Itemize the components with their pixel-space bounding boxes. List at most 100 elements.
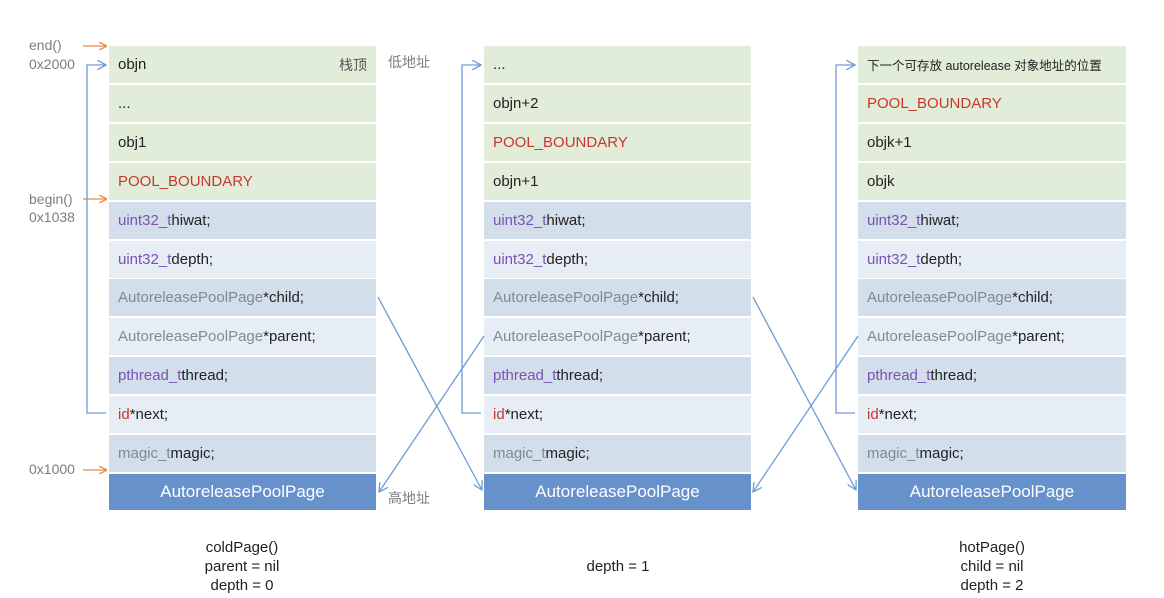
field-name: *child; bbox=[263, 289, 304, 307]
field-type: id bbox=[493, 406, 505, 424]
field-type: uint32_t bbox=[118, 250, 172, 268]
field-name: hiwat; bbox=[171, 211, 211, 229]
field-name: thread; bbox=[556, 367, 604, 385]
object-label: objn+1 bbox=[493, 172, 539, 190]
object-label: 下一个可存放 autorelease 对象地址的位置 bbox=[867, 59, 1102, 73]
field-type: AutoreleasePoolPage bbox=[118, 289, 264, 307]
field-name: depth; bbox=[171, 250, 214, 268]
caption-line: child = nil bbox=[960, 558, 1024, 575]
object-label: POOL_BOUNDARY bbox=[493, 133, 628, 151]
field-type: uint32_t bbox=[493, 211, 547, 229]
page-footer: AutoreleasePoolPage bbox=[858, 473, 1126, 510]
object-row: obj1 bbox=[109, 123, 376, 161]
field-row: uint32_t depth; bbox=[109, 240, 376, 278]
field-row: pthread_t thread; bbox=[858, 357, 1126, 395]
field-row: magic_t magic; bbox=[858, 435, 1126, 472]
object-label: objn+2 bbox=[493, 94, 539, 112]
object-label: ... bbox=[118, 94, 131, 112]
parent-pointer-arrow-hot bbox=[753, 335, 859, 492]
field-name: *next; bbox=[878, 406, 918, 424]
field-row: id *next; bbox=[484, 396, 751, 434]
field-name: magic; bbox=[919, 445, 964, 462]
field-type: uint32_t bbox=[493, 250, 547, 268]
address-0x1038-label: 0x1038 bbox=[29, 209, 75, 225]
begin-label: begin() bbox=[29, 191, 73, 207]
next-pointer-arrow-middle bbox=[461, 65, 481, 414]
field-type: id bbox=[118, 406, 130, 424]
object-row: ... bbox=[109, 84, 376, 122]
object-label: objk bbox=[867, 172, 895, 190]
field-row: magic_t magic; bbox=[109, 435, 376, 472]
caption-cold: coldPage() parent = nil depth = 0 bbox=[172, 538, 312, 595]
object-label: POOL_BOUNDARY bbox=[118, 172, 253, 190]
field-row: id *next; bbox=[109, 396, 376, 434]
pool-boundary-row: POOL_BOUNDARY bbox=[484, 123, 751, 161]
parent-pointer-arrow-middle bbox=[379, 335, 485, 492]
field-name: hiwat; bbox=[546, 211, 586, 229]
field-row: AutoreleasePoolPage *parent; bbox=[109, 318, 376, 356]
field-type: AutoreleasePoolPage bbox=[118, 328, 264, 346]
caption-line: parent = nil bbox=[204, 558, 280, 575]
caption-line: depth = 0 bbox=[210, 577, 274, 594]
object-label: ... bbox=[493, 56, 506, 73]
high-address-label: 高地址 bbox=[388, 490, 430, 506]
field-row: uint32_t hiwat; bbox=[858, 201, 1126, 239]
field-row: pthread_t thread; bbox=[484, 357, 751, 395]
next-pointer-arrow-cold bbox=[86, 65, 106, 414]
field-name: thread; bbox=[930, 367, 978, 385]
field-row: uint32_t hiwat; bbox=[484, 201, 751, 239]
object-row: ... bbox=[484, 46, 751, 83]
end-label: end() bbox=[29, 37, 62, 53]
page-footer: AutoreleasePoolPage bbox=[484, 473, 751, 510]
field-type: pthread_t bbox=[493, 367, 557, 385]
field-type: uint32_t bbox=[118, 211, 172, 229]
field-type: magic_t bbox=[118, 445, 171, 462]
field-type: AutoreleasePoolPage bbox=[493, 328, 639, 346]
field-name: *parent; bbox=[1012, 328, 1065, 346]
pool-boundary-row: POOL_BOUNDARY bbox=[858, 84, 1126, 122]
field-row: magic_t magic; bbox=[484, 435, 751, 472]
field-type: AutoreleasePoolPage bbox=[493, 289, 639, 307]
field-name: hiwat; bbox=[920, 211, 960, 229]
field-type: magic_t bbox=[493, 445, 546, 462]
low-address-label: 低地址 bbox=[388, 54, 430, 70]
address-0x2000-label: 0x2000 bbox=[29, 56, 75, 72]
field-name: magic; bbox=[170, 445, 215, 462]
field-row: AutoreleasePoolPage *child; bbox=[484, 279, 751, 317]
field-type: magic_t bbox=[867, 445, 920, 462]
field-row: AutoreleasePoolPage *parent; bbox=[858, 318, 1126, 356]
field-row: uint32_t hiwat; bbox=[109, 201, 376, 239]
object-label: POOL_BOUNDARY bbox=[867, 94, 1002, 112]
field-name: *parent; bbox=[638, 328, 691, 346]
field-row: uint32_t depth; bbox=[484, 240, 751, 278]
pool-boundary-row: POOL_BOUNDARY bbox=[109, 162, 376, 200]
field-type: uint32_t bbox=[867, 211, 921, 229]
object-label: objk+1 bbox=[867, 133, 912, 151]
child-pointer-arrow-middle bbox=[752, 296, 856, 490]
field-type: id bbox=[867, 406, 879, 424]
caption-line: coldPage() bbox=[205, 539, 279, 556]
field-type: AutoreleasePoolPage bbox=[867, 289, 1013, 307]
field-name: thread; bbox=[181, 367, 229, 385]
field-row: pthread_t thread; bbox=[109, 357, 376, 395]
field-type: pthread_t bbox=[867, 367, 931, 385]
field-name: *child; bbox=[1012, 289, 1053, 307]
field-name: magic; bbox=[545, 445, 590, 462]
caption-line: depth = 1 bbox=[586, 558, 650, 575]
field-name: depth; bbox=[920, 250, 963, 268]
object-label: objn bbox=[118, 56, 147, 73]
object-row: objn+2 bbox=[484, 84, 751, 122]
field-type: pthread_t bbox=[118, 367, 182, 385]
caption-line: depth = 2 bbox=[960, 577, 1024, 594]
field-name: *next; bbox=[504, 406, 544, 424]
field-row: AutoreleasePoolPage *parent; bbox=[484, 318, 751, 356]
page-footer: AutoreleasePoolPage bbox=[109, 473, 376, 510]
address-0x1000-label: 0x1000 bbox=[29, 461, 75, 477]
field-name: depth; bbox=[546, 250, 589, 268]
field-name: *parent; bbox=[263, 328, 316, 346]
object-row: objn+1 bbox=[484, 162, 751, 200]
field-row: AutoreleasePoolPage *child; bbox=[858, 279, 1126, 317]
